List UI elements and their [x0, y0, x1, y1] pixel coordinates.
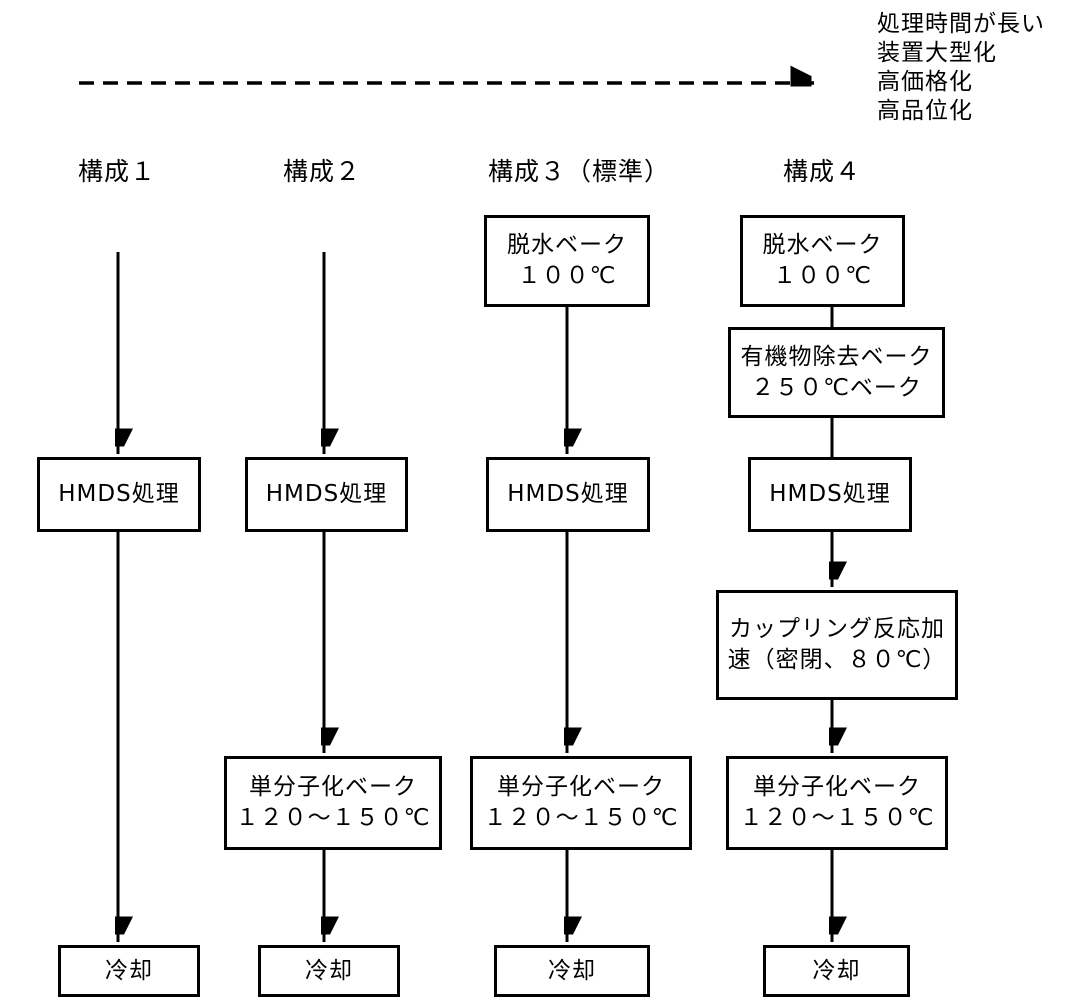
c4-hmds-box: HMDS処理 [748, 457, 912, 532]
step-label: １２０～１５０℃ [739, 805, 935, 831]
c4-dehydration-bake-box: 脱水ベーク １００℃ [740, 215, 905, 307]
step-label: 単分子化ベーク [497, 774, 665, 800]
step-label: １００℃ [517, 263, 617, 289]
step-label: 有機物除去ベーク [740, 343, 933, 370]
column-header-1: 構成１ [78, 157, 157, 186]
step-label: 冷却 [105, 957, 153, 984]
c4-organic-removal-bake-box: 有機物除去ベーク ２５０℃ベーク [728, 327, 945, 418]
step-label: HMDS処理 [769, 481, 891, 507]
trend-note-line: 装置大型化 [877, 40, 997, 66]
step-label: 単分子化ベーク [753, 774, 921, 800]
trend-note-line: 高価格化 [877, 69, 973, 95]
trend-note-line: 高品位化 [877, 98, 973, 124]
step-label: ２５０℃ベーク [751, 374, 922, 401]
step-label: カップリング反応加 [729, 616, 945, 642]
step-label: 脱水ベーク [507, 232, 627, 258]
step-label: 冷却 [305, 957, 353, 984]
step-label: 単分子化ベーク [249, 774, 417, 800]
c4-monolayer-bake-box: 単分子化ベーク １２０～１５０℃ [726, 756, 948, 850]
column-header-3: 構成３（標準） [488, 157, 671, 186]
step-label: HMDS処理 [265, 481, 388, 507]
step-label: HMDS処理 [507, 481, 629, 507]
c3-dehydration-bake-box: 脱水ベーク １００℃ [484, 215, 650, 307]
c4-cool-box: 冷却 [763, 945, 910, 997]
c2-cool-box: 冷却 [258, 945, 400, 997]
c4-coupling-box: カップリング反応加 速（密閉、８０℃） [716, 590, 958, 700]
step-label: １００℃ [773, 263, 872, 289]
step-label: HMDS処理 [58, 481, 180, 507]
trend-note-line: 処理時間が長い [877, 11, 1045, 37]
c3-cool-box: 冷却 [494, 945, 650, 997]
step-label: 速（密閉、８０℃） [727, 647, 947, 673]
c2-monolayer-bake-box: 単分子化ベーク １２０～１５０℃ [224, 756, 442, 850]
step-label: 冷却 [812, 957, 861, 984]
step-label: 脱水ベーク [762, 232, 883, 258]
step-label: １２０～１５０℃ [483, 805, 679, 831]
c3-hmds-box: HMDS処理 [486, 457, 650, 532]
c1-hmds-box: HMDS処理 [37, 457, 201, 532]
step-label: 冷却 [548, 957, 596, 984]
column-header-2: 構成２ [283, 157, 362, 186]
c2-hmds-box: HMDS処理 [245, 457, 408, 532]
c1-cool-box: 冷却 [58, 945, 200, 997]
column-header-4: 構成４ [783, 157, 862, 186]
c3-monolayer-bake-box: 単分子化ベーク １２０～１５０℃ [470, 756, 692, 850]
trend-note: 処理時間が長い 装置大型化 高価格化 高品位化 [877, 10, 1045, 126]
step-label: １２０～１５０℃ [235, 805, 431, 831]
